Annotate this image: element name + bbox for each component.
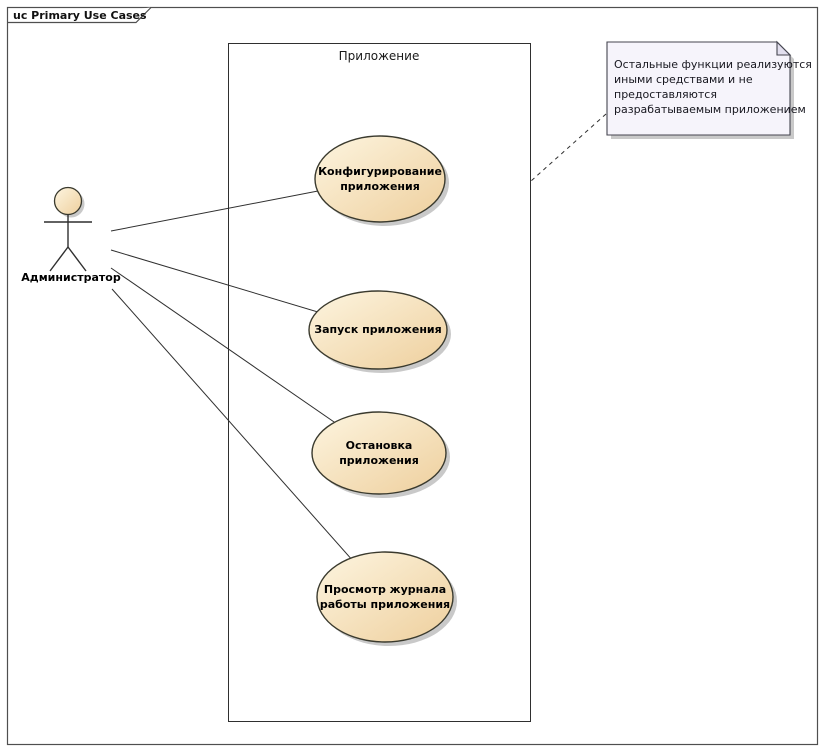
use-case-label-start: Запуск приложения [303,322,453,337]
system-boundary-title: Приложение [338,49,420,63]
note-text-line: иными средствами и не [614,73,753,86]
note-anchor-dashed-line [530,113,607,182]
use-case-label-line: Запуск приложения [314,323,442,336]
actor-left-leg [49,246,69,272]
use-case-label-configure: Конфигурирование приложения [305,164,455,194]
use-case-label-line: Просмотр журнала [323,583,447,596]
use-case-ellipse [316,551,454,643]
use-case-ellipse [308,290,448,370]
note [606,40,794,139]
note-text: Остальные функции реализуются иными сред… [614,57,812,117]
frame-tab [7,7,152,24]
use-case-ellipse [311,411,447,495]
note-body [606,41,791,136]
use-case-label-line: Остановка [345,439,413,452]
actor-head [53,186,83,216]
actor-right-leg [67,246,87,272]
use-case-label-stop: Остановка приложения [303,438,455,468]
note-fold-corner-icon [776,40,792,56]
note-text-line: предоставляются [614,88,717,101]
use-case-label-line: Конфигурирование [318,165,442,178]
use-case-label-view-log: Просмотр журнала работы приложения [305,582,465,612]
use-case-configure-application [314,135,449,226]
use-case-ellipse [314,135,446,223]
actor-administrator [44,186,92,272]
actor-name-label: Администратор [21,271,121,284]
use-case-label-line: приложения [340,180,420,193]
use-case-label-line: приложения [339,454,419,467]
use-case-view-application-log [316,551,457,646]
use-case-label-line: работы приложения [319,598,451,611]
frame-title: uc Primary Use Cases [13,9,147,22]
use-case-stop-application [311,411,450,498]
note-text-line: Остальные функции реализуются [614,58,812,71]
use-case-start-application [308,290,451,373]
association-view-log [111,288,386,598]
note-text-line: разрабатываемым приложением [614,103,806,116]
